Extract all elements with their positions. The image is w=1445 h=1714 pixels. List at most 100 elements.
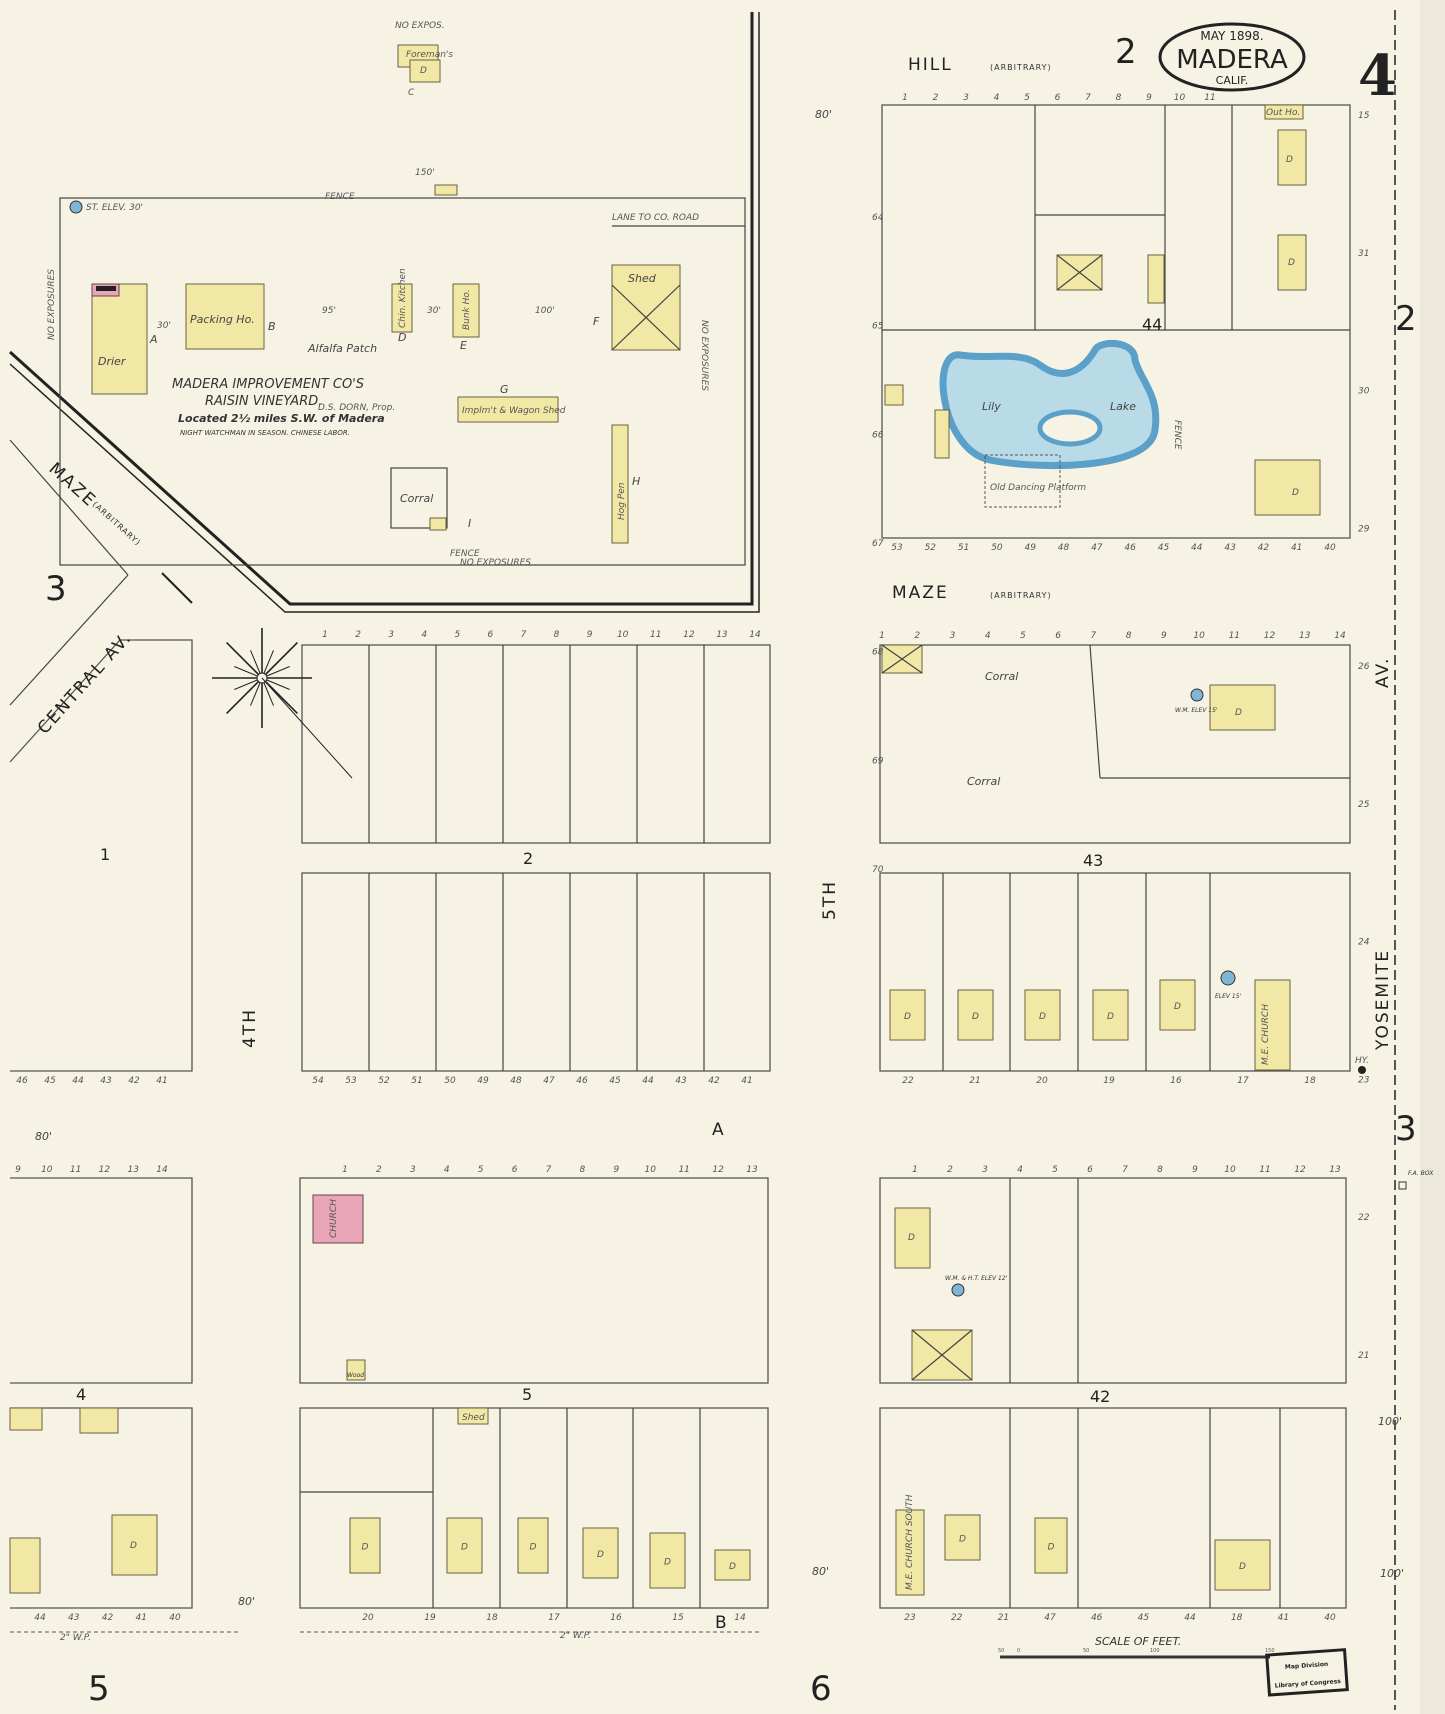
street-width: 100' [1378,1415,1402,1428]
fire-alarm-box-icon [1398,1181,1407,1190]
lot-number: 20 [1036,1076,1048,1086]
lot-number: 54 [312,1076,324,1086]
bldg-letter: A [149,333,158,346]
dwelling-letter: D [461,1543,468,1553]
alfalfa-label: Alfalfa Patch [307,342,377,355]
lot-number: 4 [444,1165,450,1175]
location-note: Located 2½ miles S.W. of Madera [178,412,385,425]
lot-number: 41 [136,1613,147,1623]
no-exposures-label: NO EXPOSURES [47,269,57,340]
dwelling-letter: D [597,1550,604,1560]
bldg-letter: F [593,315,600,328]
dwelling [1092,989,1129,1041]
block-number: 4 [76,1385,86,1404]
bldg-letter: B [268,320,276,333]
lot-number: 25 [1358,800,1370,810]
lot-number: 9 [1161,631,1167,641]
lot-number: 40 [1324,543,1336,553]
proprietor-label: D.S. DORN, Prop. [318,403,395,413]
lot-number: 13 [1329,1165,1341,1175]
lot-number: 26 [1358,662,1370,672]
dwelling [517,1517,549,1574]
hydrant-label: HY. [1355,1056,1369,1066]
lot-number: 1 [902,93,908,103]
dwelling-letter: D [420,66,427,76]
lot-number: 17 [548,1613,560,1623]
tank-label: W.M. & H.T. ELEV 12' [945,1275,1008,1282]
platform-label: Old Dancing Platform [990,483,1086,493]
adjoining-sheet-number: 5 [88,1669,110,1709]
street-label-hill: HILL [908,55,953,75]
shed-label: Shed [628,272,657,285]
lot-number: 10 [617,630,629,640]
lot-number: 19 [1103,1076,1115,1086]
lot-number: 11 [1259,1165,1270,1175]
lot-number: 53 [891,543,903,553]
lot-number: 47 [1044,1613,1056,1623]
lot-number: 52 [925,543,937,553]
vineyard-text: NO EXPOS. NO EXPOSURES NO EXPOSURES NO E… [47,21,709,568]
lot-number: 4 [994,93,1000,103]
street-label-fifth: 5TH [820,880,840,920]
compass-ray [261,642,298,679]
lot-number: 5 [1024,93,1030,103]
lot-number: 11 [1229,631,1240,641]
lot-number: 42 [708,1076,720,1086]
map-date: MAY 1898. [1200,29,1263,43]
kitchen-label: Chin. Kitchen [398,268,408,328]
wood-label: Wood [347,1372,364,1379]
watchman-note: NIGHT WATCHMAN IN SEASON. CHINESE LABOR. [180,429,350,437]
vineyard-fence [59,197,746,566]
lot-number: 12 [1294,1165,1306,1175]
lot-number: 11 [650,630,661,640]
lot-number: 10 [1174,93,1186,103]
block-number: 2 [523,849,533,868]
dwelling [1024,989,1061,1041]
fire-alarm-box-label: F.A. BOX [1408,1170,1434,1177]
lot-number: 1 [912,1165,918,1175]
dwelling-letter: D [362,1543,369,1553]
no-exposures-label: NO EXPOSURES [699,320,709,391]
lot-number: 7 [1085,93,1091,103]
tank-label: ST. ELEV. 30' [86,203,143,213]
lot-number: 14 [156,1165,168,1175]
lot-number: 19 [424,1613,436,1623]
lot-number: 44 [642,1076,654,1086]
street-label-maze: MAZE [892,583,949,603]
dwelling [446,1517,483,1574]
block-number: 44 [1142,315,1162,334]
brick-church [312,1194,364,1244]
dwelling-letter: D [904,1012,911,1022]
lot-number: 67 [872,539,884,549]
water-tank-icon [69,200,83,214]
street-width: 80' [35,1130,52,1143]
lot-number: 10 [1193,631,1205,641]
lot-number: 44 [34,1613,46,1623]
lot-number: 46 [1124,543,1136,553]
lot-number: 70 [872,865,884,875]
lot-number: 45 [1158,543,1170,553]
outhouse-label: Out Ho. [1266,108,1300,118]
lot-number: 3 [963,93,969,103]
lot-number: 4 [1017,1165,1023,1175]
lily-lake [939,339,1160,470]
lot-number: 44 [1191,543,1203,553]
lot-number: 3 [982,1165,988,1175]
lot-number: 24 [1358,938,1370,948]
lot-number: 10 [645,1165,657,1175]
dwelling [889,989,926,1041]
dwelling-letter: D [1239,1562,1246,1572]
lot-number: 8 [1116,93,1122,103]
tank-label: W.M. ELEV 15' [1175,707,1218,714]
lot-number: 13 [127,1165,139,1175]
adjoining-sheet-number: 3 [1395,1109,1417,1149]
vineyard-boundary [8,12,760,613]
lot-number: 9 [587,630,593,640]
dimension: 100' [535,306,555,316]
lot-number: 21 [969,1076,980,1086]
dwelling-letter: D [1174,1002,1181,1012]
street-label-yosemite: YOSEMITE [1373,949,1393,1051]
vineyard-buildings: Drier A Packing Ho. B Chin. Kitchen D Bu… [69,44,681,544]
